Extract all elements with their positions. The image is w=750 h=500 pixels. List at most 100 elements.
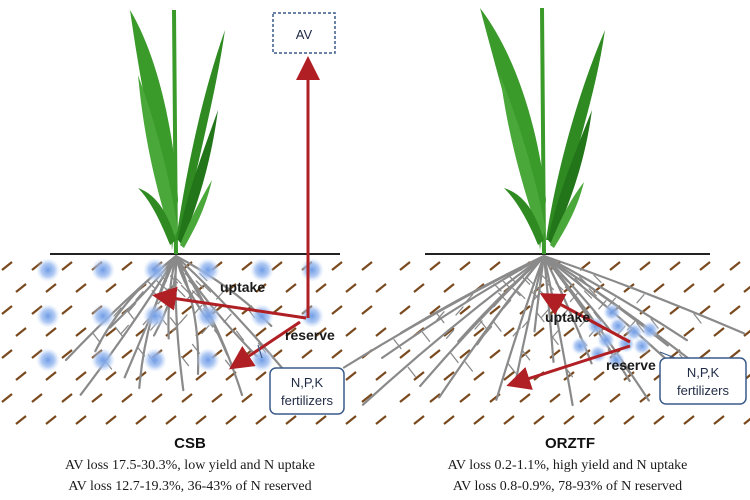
- soil-dash: [399, 349, 411, 359]
- rootlet: [407, 366, 416, 378]
- rootlet: [464, 293, 474, 304]
- reserve-arrow-left: [229, 320, 301, 370]
- soil-dash: [225, 327, 237, 337]
- rootlet: [560, 274, 569, 283]
- soil-dash: [45, 371, 57, 381]
- soil-dash: [443, 371, 455, 381]
- soil-dash: [563, 371, 575, 381]
- root-strand: [400, 254, 546, 334]
- nutrient-particle: [91, 258, 115, 282]
- root-strand: [476, 254, 546, 346]
- fertilizer-label-right-1: N,P,K: [687, 365, 720, 380]
- rootlet: [393, 338, 402, 350]
- nutrient-particle: [607, 351, 625, 369]
- soil-dash: [61, 261, 73, 271]
- soil-dash: [15, 371, 27, 381]
- soil-dash: [653, 415, 665, 425]
- nutrient-particle: [633, 337, 651, 355]
- rootlet: [593, 274, 602, 283]
- soil-dash: [653, 283, 665, 293]
- right-panel: uptake reserve N,P,K fertilizers: [342, 7, 750, 425]
- soil-dash: [399, 393, 411, 403]
- soil-dash: [743, 285, 750, 293]
- soil-dash: [75, 415, 87, 425]
- left-panel-title: CSB: [174, 435, 206, 452]
- uptake-arrow-left: [152, 286, 307, 320]
- rootlet: [583, 290, 593, 299]
- left-caption-line1: AV loss 17.5-30.3%, low yield and N upta…: [65, 458, 315, 473]
- soil-dash: [45, 283, 57, 293]
- soil-dash: [713, 415, 725, 425]
- nutrient-particles-right: [571, 303, 659, 369]
- nutrient-particle: [91, 348, 115, 372]
- root-strand: [542, 254, 688, 342]
- root-strand: [79, 254, 178, 396]
- soil-dash: [375, 371, 387, 381]
- rootlet: [522, 318, 531, 328]
- soil-dash: [345, 371, 357, 381]
- nutrient-particle: [597, 331, 615, 349]
- rootlet: [445, 329, 455, 339]
- soil-dash: [361, 305, 373, 315]
- soil-dash: [459, 349, 471, 359]
- rootlet: [436, 312, 445, 324]
- rootlet: [120, 324, 129, 335]
- soil-dash: [699, 349, 711, 359]
- soil-dash: [399, 305, 411, 315]
- soil-dash: [45, 415, 57, 425]
- soil-dash: [331, 305, 343, 315]
- soil-dash: [473, 415, 485, 425]
- soil-dash: [729, 305, 741, 315]
- rootlet: [180, 355, 190, 367]
- soil-dash: [121, 393, 133, 403]
- nutrient-particle: [36, 258, 60, 282]
- nutrient-particle: [91, 304, 115, 328]
- soil-dash: [413, 415, 425, 425]
- soil-dash: [639, 393, 651, 403]
- soil-dash: [549, 393, 561, 403]
- rootlet: [512, 287, 521, 297]
- soil-dash: [31, 393, 43, 403]
- rootlet: [135, 291, 144, 301]
- soil-dash: [1, 261, 13, 271]
- nutrient-particle: [250, 304, 274, 328]
- rootlet: [517, 290, 526, 300]
- soil-dash: [639, 261, 651, 271]
- fertilizer-label-right-2: fertilizers: [677, 383, 730, 398]
- rootlet: [493, 321, 502, 332]
- rootlet: [114, 326, 124, 337]
- soil-dash: [533, 415, 545, 425]
- soil-dash: [331, 261, 343, 271]
- soil-dash: [503, 327, 515, 337]
- rootlet: [128, 302, 137, 313]
- soil-dash: [181, 349, 193, 359]
- fertilizer-box-right: [659, 357, 747, 405]
- soil-dash: [563, 415, 575, 425]
- soil-dash: [459, 261, 471, 271]
- soil-dash: [61, 349, 73, 359]
- soil-dash: [165, 371, 177, 381]
- soil-dash: [669, 305, 681, 315]
- nutrient-particle: [196, 304, 220, 328]
- soil-dash: [105, 371, 117, 381]
- soil-dash: [135, 415, 147, 425]
- soil-dash: [345, 327, 357, 337]
- nutrient-particle: [196, 348, 220, 372]
- soil-dash: [443, 327, 455, 337]
- right-caption-line2: AV loss 0.8-0.9%, 78-93% of N reserved: [452, 479, 683, 494]
- soil-dash: [713, 327, 725, 337]
- soil-dash: [15, 283, 27, 293]
- rootlet: [172, 322, 181, 332]
- nutrient-particle: [250, 348, 274, 372]
- left-caption-line2: AV loss 12.7-19.3%, 36-43% of N reserved: [68, 479, 312, 494]
- rootlet: [507, 363, 516, 374]
- nutrient-particle: [143, 348, 167, 372]
- soil-dash: [255, 371, 267, 381]
- nutrient-particle: [641, 321, 659, 339]
- soil-dash: [489, 261, 501, 271]
- av-label: AV: [296, 27, 313, 42]
- rootlet: [195, 280, 204, 289]
- uptake-arrow-right: [539, 293, 631, 344]
- soil-dash: [399, 261, 411, 271]
- uptake-label-left: uptake: [220, 279, 265, 295]
